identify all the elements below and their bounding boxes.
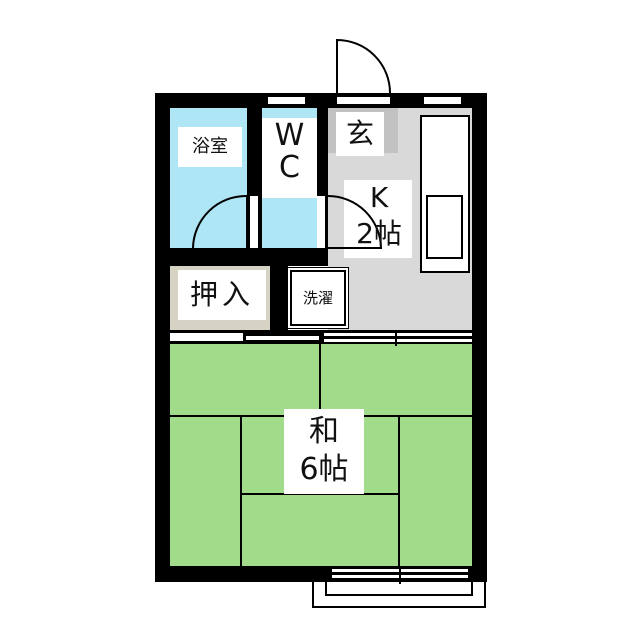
closet-opening	[170, 333, 243, 341]
window-top-wc	[268, 97, 305, 104]
wall-closet-right	[270, 248, 288, 344]
wc-label-line2: C	[279, 149, 300, 185]
kitchen-label-line2: 2帖	[356, 217, 402, 250]
bath-door-gap	[250, 196, 258, 248]
kitchen-door-gap	[317, 196, 325, 248]
wall-wc-kitchen	[317, 93, 328, 263]
washer-label: 洗濯	[302, 289, 333, 307]
bath-door-icon	[192, 194, 248, 249]
kitchen-label-area	[344, 180, 412, 258]
washitsu-label-line2: 6帖	[299, 452, 349, 487]
balcony-outline	[312, 582, 486, 608]
washitsu-label: 和 6帖	[284, 409, 364, 494]
closet-label: 押入	[178, 270, 266, 320]
washer-space	[288, 268, 348, 328]
window-top-entrance	[337, 97, 390, 104]
window-top-kitchen	[424, 97, 461, 104]
kitchen-label: K 2帖	[344, 180, 414, 256]
sliding-door-b	[324, 333, 472, 336]
entrance-door-icon	[336, 38, 391, 94]
balcony-inner	[325, 582, 473, 596]
sliding-door-c	[324, 339, 472, 342]
wc-label: W C	[262, 118, 317, 198]
wc-label-line1: W	[274, 118, 305, 153]
bath-label: 浴室	[178, 127, 242, 167]
kitchen-label-line1: K	[369, 181, 389, 214]
sliding-door-a	[246, 336, 319, 340]
entrance-label: 玄	[336, 112, 384, 156]
washitsu-label-line1: 和	[309, 414, 339, 449]
kitchen-sink	[426, 195, 463, 259]
wc-door-icon	[327, 195, 383, 249]
